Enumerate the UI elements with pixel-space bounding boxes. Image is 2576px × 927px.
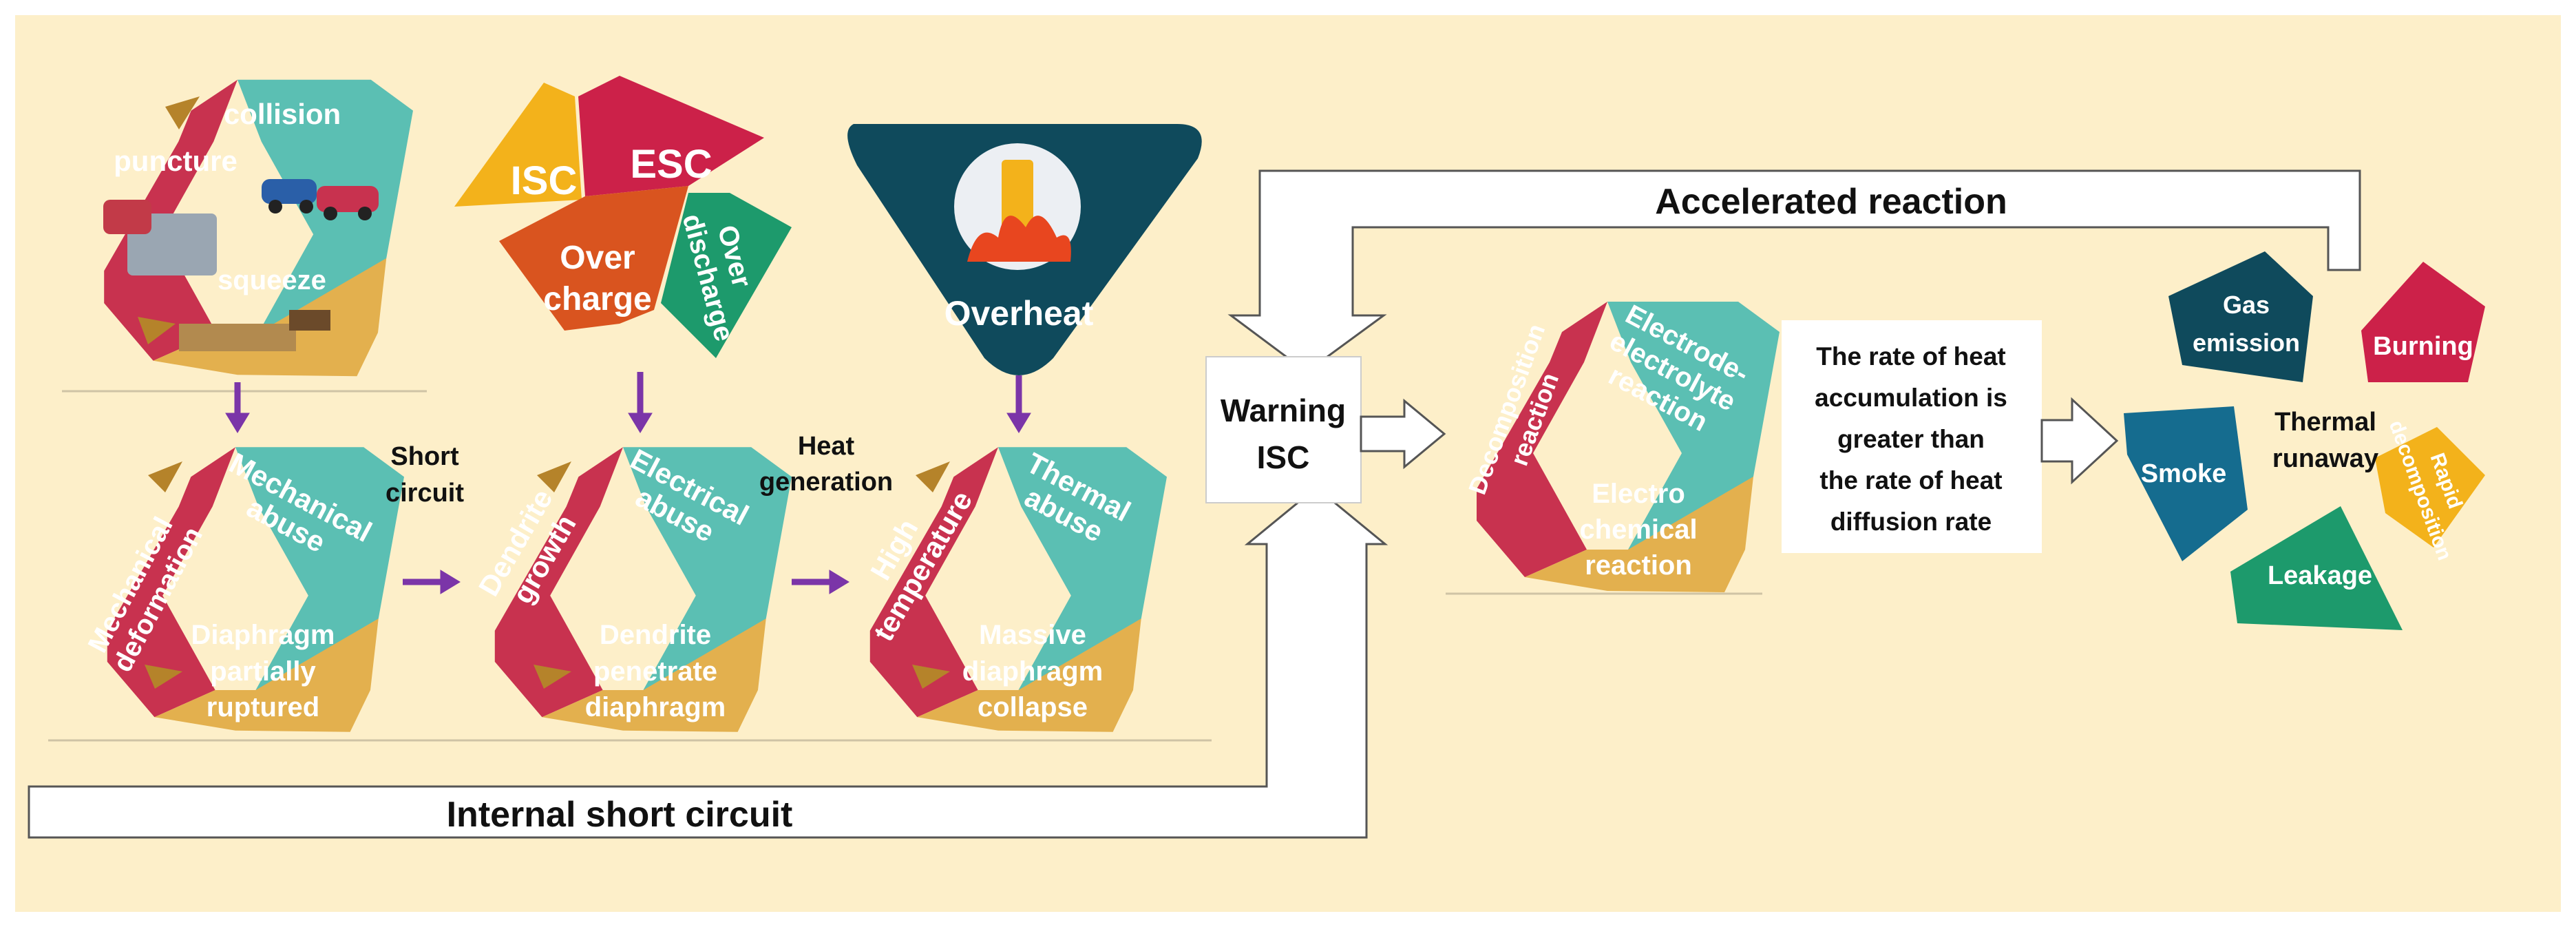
gas-emission-label-2: emission — [2193, 329, 2300, 357]
overheat-label: Overheat — [944, 294, 1094, 333]
rate-label-2: accumulation is — [1815, 384, 2007, 412]
dendrite-penetrate-label-2: penetrate — [593, 656, 717, 687]
electrochem-label-3: reaction — [1585, 550, 1692, 581]
dendrite-penetrate-label-1: Dendrite — [600, 620, 711, 650]
warning-label-2: ISC — [1257, 439, 1310, 475]
isc-petal-label: ISC — [511, 158, 578, 203]
electrochem-label-2: chemical — [1579, 514, 1697, 545]
diaphragm-partial-label-2: partially — [210, 656, 316, 687]
squeeze-label: squeeze — [218, 265, 326, 295]
rate-label-5: diffusion rate — [1830, 508, 1992, 536]
press-icon — [179, 310, 330, 351]
rate-label-1: The rate of heat — [1816, 342, 2006, 371]
burning-label: Burning — [2373, 332, 2473, 361]
warning-label-1: Warning — [1221, 393, 1346, 428]
diaphragm-partial-label-3: ruptured — [207, 692, 319, 722]
thermal-runaway-label-1: Thermal — [2274, 408, 2376, 437]
massive-collapse-label-1: Massive — [979, 620, 1086, 650]
rate-to-runaway-arrow — [2040, 397, 2119, 485]
thermal-runaway-label-2: runaway — [2272, 444, 2378, 473]
dendrite-penetrate-label-3: diaphragm — [585, 692, 726, 722]
electrochem-label-1: Electro — [1592, 479, 1685, 509]
warning-to-reaction-arrow — [1360, 398, 1446, 470]
flow-arrow — [403, 570, 849, 594]
rate-text-box — [1782, 320, 2042, 553]
electrical-source — [454, 76, 792, 358]
rate-label-3: greater than — [1837, 425, 1985, 453]
rate-label-4: the rate of heat — [1819, 466, 2002, 494]
collision-label: collision — [224, 98, 341, 130]
smoke-label: Smoke — [2141, 459, 2227, 488]
heat-generation-label-2: generation — [759, 468, 893, 497]
short-circuit-label-2: circuit — [386, 479, 464, 508]
battery-pack-icon — [103, 200, 217, 275]
overcharge-label-2: charge — [543, 281, 651, 317]
accelerated-reaction-label: Accelerated reaction — [1655, 182, 2007, 222]
massive-collapse-label-3: collapse — [978, 692, 1088, 722]
accelerated-reaction-arrow — [1227, 169, 2361, 373]
arrow-head-icon — [145, 461, 950, 689]
arrow-head-icon — [165, 96, 200, 129]
internal-short-circuit-arrow — [28, 486, 1389, 839]
esc-petal-label: ESC — [630, 142, 712, 187]
overcharge-label-1: Over — [560, 240, 635, 276]
gas-emission-label-1: Gas — [2223, 291, 2270, 319]
fire-icon — [967, 216, 1071, 262]
thermal-runaway-cluster — [2124, 251, 2485, 630]
car-icon — [262, 179, 379, 220]
warning-isc-box — [1205, 356, 1362, 503]
heat-generation-label-1: Heat — [798, 432, 855, 461]
diaphragm-partial-label-1: Diaphragm — [191, 620, 335, 650]
short-circuit-label-1: Short — [390, 442, 459, 471]
internal-short-circuit-label: Internal short circuit — [447, 795, 793, 835]
massive-collapse-label-2: diaphragm — [962, 656, 1103, 687]
leakage-label: Leakage — [2268, 561, 2372, 590]
arrow-head-icon — [138, 317, 176, 344]
puncture-label: puncture — [114, 145, 237, 177]
flow-arrow — [225, 372, 1031, 433]
